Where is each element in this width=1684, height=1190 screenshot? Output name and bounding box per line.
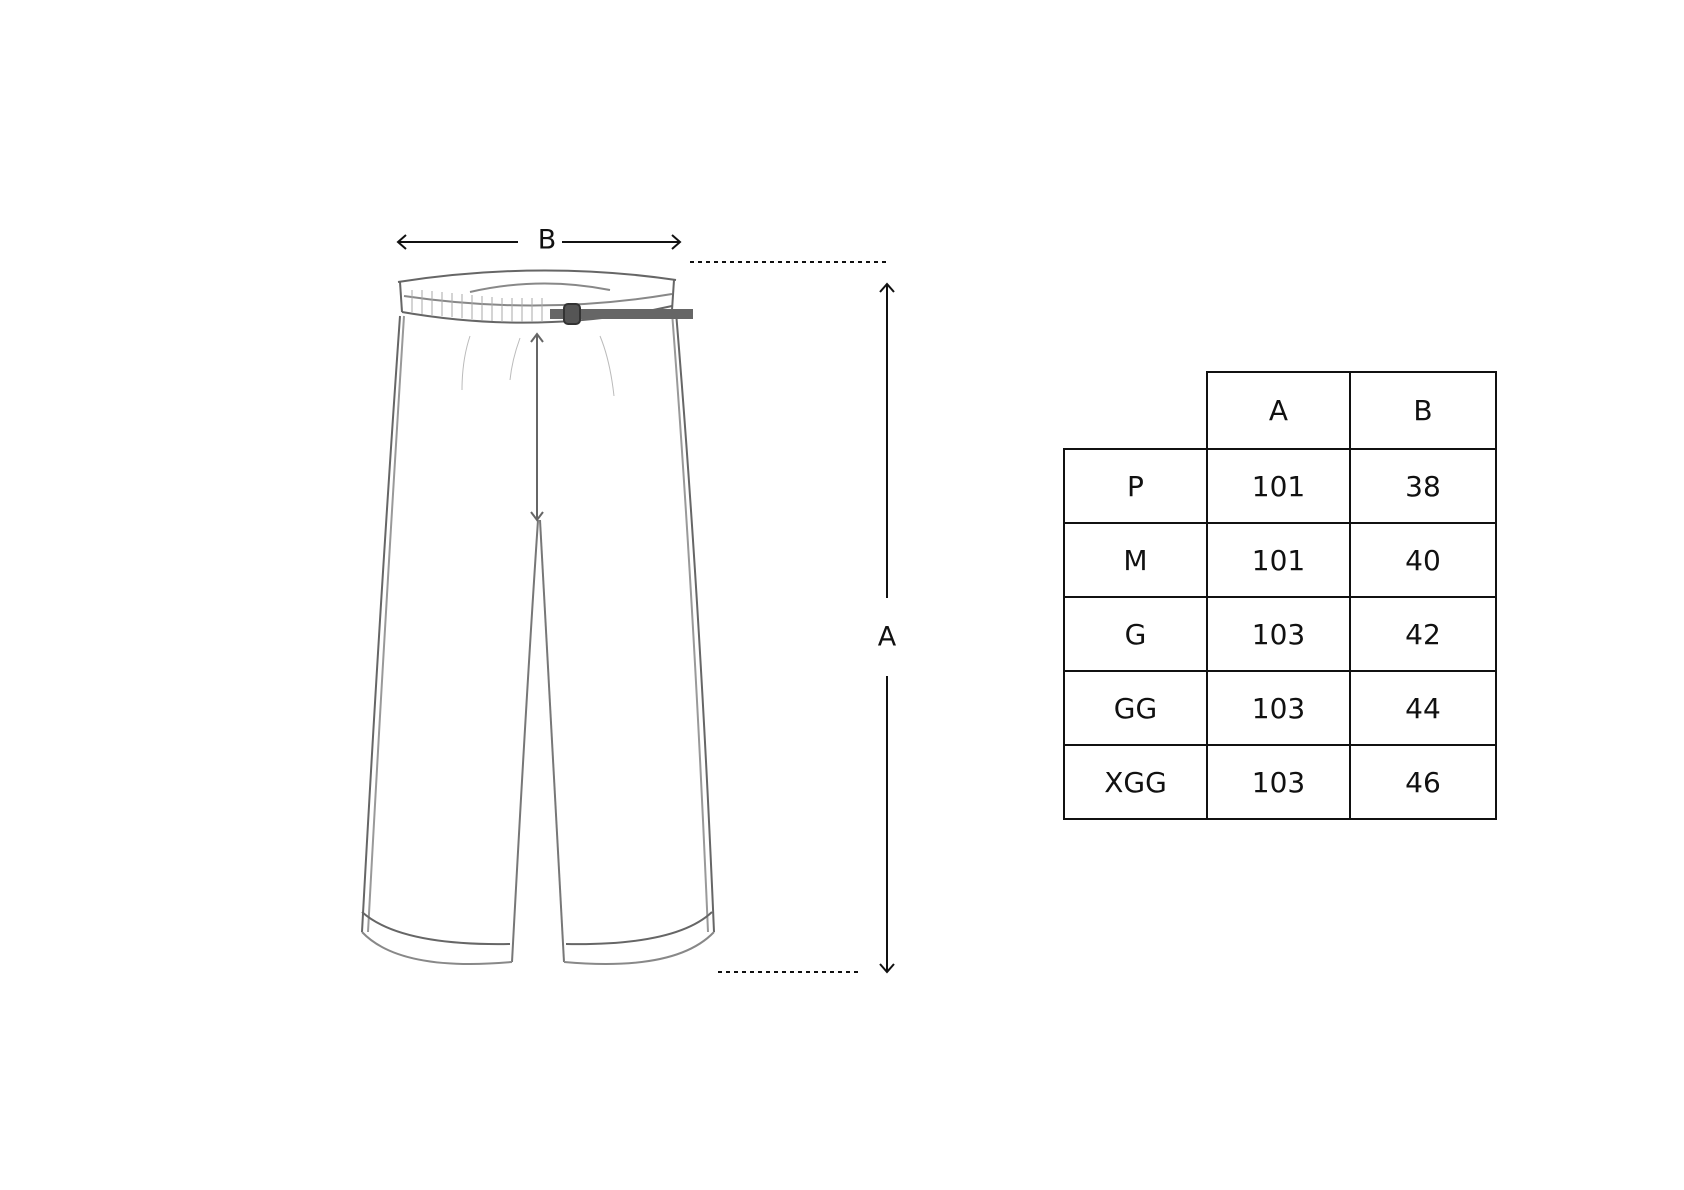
b-cell: 40 xyxy=(1349,522,1497,598)
b-cell: 38 xyxy=(1349,448,1497,524)
size-cell: GG xyxy=(1063,670,1208,746)
rise-arrow xyxy=(530,332,544,522)
table-row: G 103 42 xyxy=(1063,596,1497,672)
size-cell: G xyxy=(1063,596,1208,672)
size-cell: XGG xyxy=(1063,744,1208,820)
a-cell: 101 xyxy=(1206,448,1351,524)
waistband-ribbing xyxy=(411,290,543,322)
header-b: B xyxy=(1349,371,1497,450)
table-row: P 101 38 xyxy=(1063,448,1497,524)
length-arrow-a xyxy=(879,282,895,974)
size-table: A B P 101 38 M 101 40 G 103 42 GG 103 44… xyxy=(1063,371,1497,820)
b-cell: 44 xyxy=(1349,670,1497,746)
drawstring-icon xyxy=(550,303,693,325)
header-blank xyxy=(1064,372,1208,450)
table-row: M 101 40 xyxy=(1063,522,1497,598)
size-cell: M xyxy=(1063,522,1208,598)
label-b: B xyxy=(537,224,557,256)
table-header-row: A B xyxy=(1064,371,1497,450)
a-cell: 101 xyxy=(1206,522,1351,598)
header-a: A xyxy=(1206,371,1351,450)
size-cell: P xyxy=(1063,448,1208,524)
b-cell: 46 xyxy=(1349,744,1497,820)
a-cell: 103 xyxy=(1206,670,1351,746)
table-row: XGG 103 46 xyxy=(1063,744,1497,820)
label-a: A xyxy=(877,621,897,653)
table-row: GG 103 44 xyxy=(1063,670,1497,746)
a-cell: 103 xyxy=(1206,596,1351,672)
a-cell: 103 xyxy=(1206,744,1351,820)
width-arrow-b xyxy=(396,234,682,250)
b-cell: 42 xyxy=(1349,596,1497,672)
